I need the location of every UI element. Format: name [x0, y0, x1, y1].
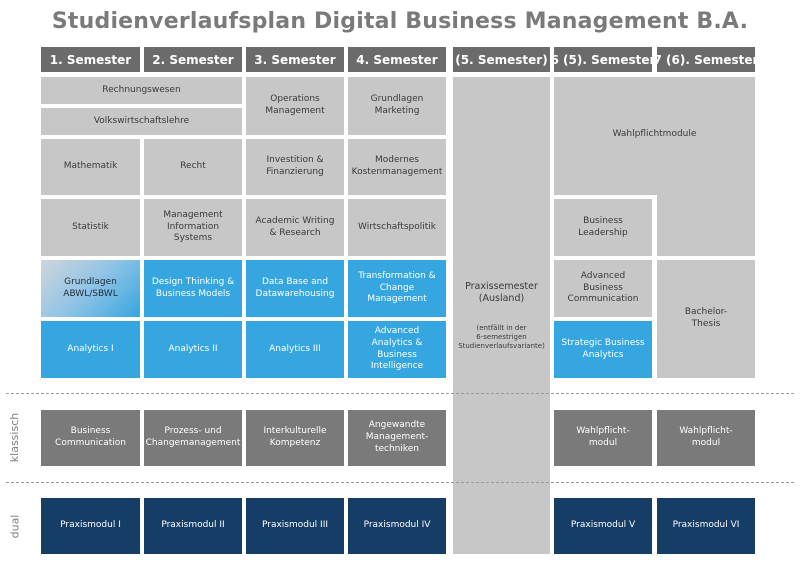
module-praxissemester: Praxissemester (Ausland) (entfällt in de…	[453, 77, 550, 554]
dual-module-6: Praxismodul V	[554, 498, 652, 554]
classic-module-4: Angewandte Management- techniken	[348, 410, 446, 466]
praxissemester-label: Praxissemester (Ausland)	[465, 281, 538, 305]
semester-1-header: 1. Semester	[41, 47, 140, 72]
module-rechnungswesen: Rechnungswesen	[41, 77, 242, 104]
module-business-leadership: Business Leadership	[554, 199, 652, 256]
module-management-information-systems: Management Information Systems	[144, 199, 242, 256]
separator-dual	[6, 482, 794, 483]
classic-module-3: Interkulturelle Kompetenz	[246, 410, 344, 466]
module-recht: Recht	[144, 139, 242, 195]
module-strategic-business-analytics: Strategic Business Analytics	[554, 321, 652, 378]
module-grundlagen-marketing: Grundlagen Marketing	[348, 77, 446, 135]
semester-6-header: 6 (5). Semester	[551, 47, 655, 72]
semester-4-header: 4. Semester	[348, 47, 446, 72]
page-title: Studienverlaufsplan Digital Business Man…	[51, 9, 749, 34]
module-transformation: Transformation & Change Management	[348, 260, 446, 317]
classic-module-2: Prozess- und Changemanagement	[144, 410, 242, 466]
classic-module-6: Wahlpflicht- modul	[554, 410, 652, 466]
module-advanced-business-communication: Advanced Business Communication	[554, 260, 652, 317]
module-data-base: Data Base and Datawarehousing	[246, 260, 344, 317]
module-analytics-1: Analytics I	[41, 321, 140, 378]
dual-module-4: Praxismodul IV	[348, 498, 446, 554]
module-analytics-2: Analytics II	[144, 321, 242, 378]
dual-module-2: Praxismodul II	[144, 498, 242, 554]
module-mathematik: Mathematik	[41, 139, 140, 195]
track-label-classic: klassisch	[8, 412, 22, 462]
module-wahlpflichtmodule-extension	[657, 195, 755, 256]
module-kostenmanagement: Modernes Kostenmanagement	[348, 139, 446, 195]
module-grundlagen-abwl: Grundlagen ABWL/SBWL	[41, 260, 140, 317]
semester-7-header: 7 (6). Semester	[654, 47, 758, 72]
module-wirtschaftspolitik: Wirtschaftspolitik	[348, 199, 446, 256]
module-academic-writing: Academic Writing & Research	[246, 199, 344, 256]
dual-module-7: Praxismodul VI	[657, 498, 755, 554]
module-operations-management: Operations Management	[246, 77, 344, 135]
praxissemester-note: (entfällt in der 6-semestrigen Studienve…	[458, 323, 545, 350]
track-label-dual: dual	[8, 514, 22, 538]
module-volkswirtschaftslehre: Volkswirtschaftslehre	[41, 108, 242, 135]
module-investition-finanzierung: Investition & Finanzierung	[246, 139, 344, 195]
classic-module-1: Business Communication	[41, 410, 140, 466]
module-design-thinking: Design Thinking & Business Models	[144, 260, 242, 317]
classic-module-7: Wahlpflicht- modul	[657, 410, 755, 466]
dual-module-3: Praxismodul III	[246, 498, 344, 554]
module-wahlpflichtmodule: Wahlpflichtmodule	[554, 77, 755, 195]
module-bachelor-thesis: Bachelor- Thesis	[657, 260, 755, 378]
semester-2-header: 2. Semester	[144, 47, 242, 72]
separator-classic	[6, 393, 794, 394]
module-statistik: Statistik	[41, 199, 140, 256]
module-analytics-3: Analytics III	[246, 321, 344, 378]
module-advanced-analytics: Advanced Analytics & Business Intelligen…	[348, 321, 446, 378]
semester-5-header: (5. Semester)	[453, 47, 550, 72]
dual-module-1: Praxismodul I	[41, 498, 140, 554]
semester-3-header: 3. Semester	[246, 47, 344, 72]
